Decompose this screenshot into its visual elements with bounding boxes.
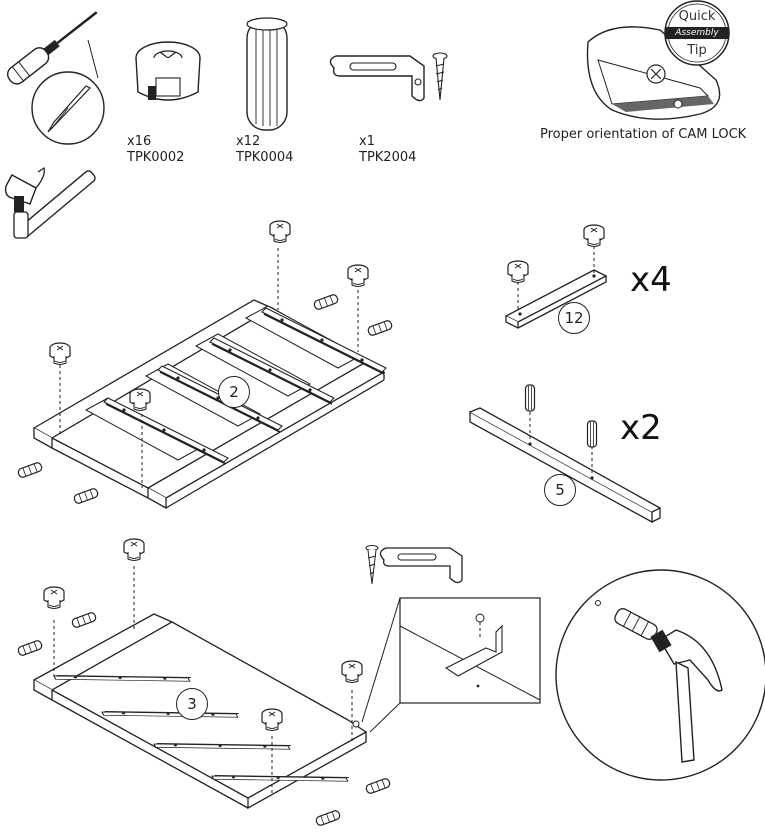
cam-lock-part-code: TPK0002 [127,150,185,165]
multiplier-panel-5: x2 [620,408,662,448]
panel-2-frame-illustration [16,220,394,510]
callout-panel-5: 5 [544,474,576,506]
quick-tip-badge [664,0,730,66]
panel-5-illustration [469,384,662,524]
screw-icon [432,52,448,101]
quick-assembly-tip [586,0,730,120]
tip-caption: Proper orientation of CAM LOCK [540,127,747,142]
cam-lock-quantity: x16 [127,134,152,149]
cam-lock-hardware-illustration [135,41,201,101]
tip-badge-top: Quick [678,9,716,24]
bracket-hardware-illustration [329,52,448,102]
multiplier-panel-12: x4 [630,260,672,300]
bracket-detail-inset [361,545,541,733]
dowel-hammer-detail [555,569,765,781]
screwdriver-icon [6,11,105,145]
panel-3-frame-illustration [16,538,392,827]
callout-panel-2: 2 [218,376,250,408]
callout-panel-3: 3 [176,688,208,720]
hammer-icon [4,166,96,239]
hammer-icon [650,629,723,763]
dowel-hardware-illustration [246,17,288,131]
callout-panel-12: 12 [558,302,590,334]
dowel-part-code: TPK0004 [236,150,294,165]
dowel-quantity: x12 [236,134,261,149]
panel-12-illustration [504,224,608,330]
tip-badge-middle: Assembly [675,28,719,38]
bracket-quantity: x1 [359,134,375,149]
tip-badge-bottom: Tip [687,43,707,58]
bracket-part-code: TPK2004 [359,150,417,165]
